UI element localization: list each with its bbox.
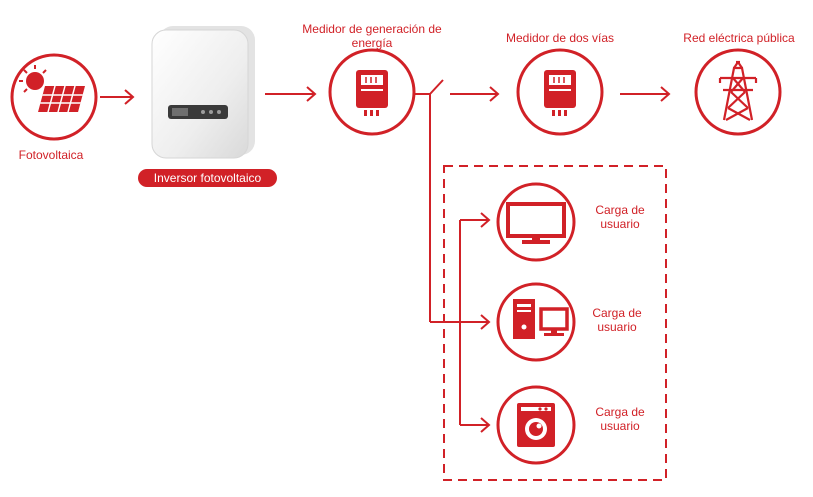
electric-meter-icon	[356, 70, 388, 116]
bidirectional-meter-node	[516, 48, 604, 136]
pv-node	[10, 53, 98, 141]
user-load-3-label-line1: Carga de	[595, 405, 645, 419]
user-load-1-label-line2: usuario	[600, 217, 640, 231]
bidirectional-meter-label: Medidor de dos vías	[505, 31, 615, 45]
public-grid-label: Red eléctrica pública	[683, 31, 795, 45]
user-load-2-label-line1: Carga de	[592, 306, 642, 320]
generation-meter-label-line1: Medidor de generación de	[302, 22, 442, 36]
user-load-3-label-line2: usuario	[600, 419, 640, 433]
pv-label: Fotovoltaica	[18, 148, 84, 162]
load-branch-lines	[429, 94, 491, 433]
tv-monitor-icon	[506, 202, 566, 244]
public-grid-node	[694, 48, 782, 136]
generation-meter-label-line2: energía	[351, 36, 393, 50]
user-load-1-node	[496, 182, 576, 262]
user-load-2-node	[496, 282, 576, 362]
washing-machine-icon	[517, 403, 555, 447]
user-load-1-label-line1: Carga de	[595, 203, 645, 217]
inverter-device	[151, 26, 255, 159]
generation-meter-node	[328, 48, 416, 136]
inverter-label: Inversor fotovoltaico	[138, 169, 277, 187]
user-load-group-box	[443, 165, 667, 481]
electric-meter-icon	[544, 70, 576, 116]
solar-panel-sun-icon	[19, 65, 85, 112]
main-flow-arrows	[100, 79, 671, 105]
user-load-2-label-line2: usuario	[597, 320, 637, 334]
desktop-computer-icon	[513, 299, 569, 339]
transmission-tower-icon	[718, 60, 758, 121]
user-load-3-node	[496, 385, 576, 465]
